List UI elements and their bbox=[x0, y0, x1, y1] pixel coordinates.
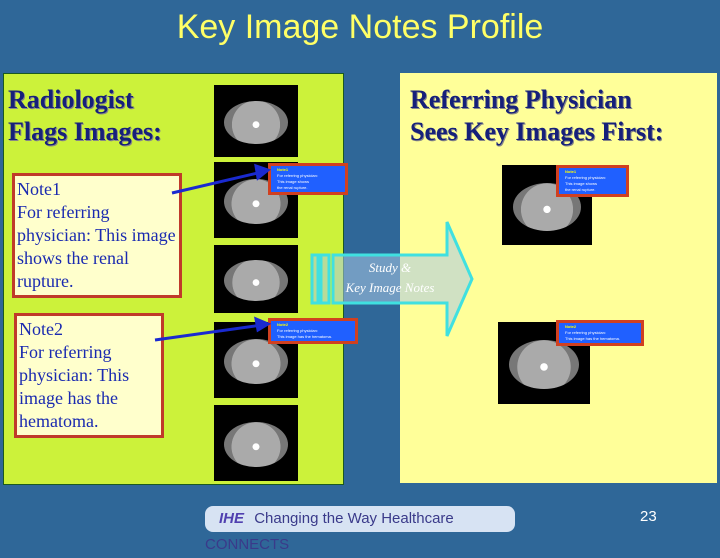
study-arrow bbox=[310, 221, 474, 337]
mini-line: This image has the hematoma. bbox=[565, 336, 620, 341]
mini-label: Note1 bbox=[565, 169, 577, 174]
page-number: 23 bbox=[640, 508, 657, 525]
referring-heading: Referring Physician Sees Key Images Firs… bbox=[410, 84, 663, 148]
tagline: Changing the Way Healthcare bbox=[254, 510, 454, 527]
arrow-head bbox=[254, 316, 272, 333]
mini-label: Note2 bbox=[277, 322, 289, 327]
ihe-logo: IHE bbox=[219, 510, 245, 527]
ihe-banner: IHE Changing the Way Healthcare CONNECTS bbox=[205, 506, 515, 553]
ct-image[interactable] bbox=[214, 405, 298, 481]
mini-line: For referring physician: bbox=[565, 175, 606, 180]
mini-line: This image has the hematoma. bbox=[277, 334, 332, 339]
ct-image[interactable] bbox=[214, 85, 298, 157]
heading-line: Flags Images: bbox=[8, 117, 162, 146]
mini-line: For referring physician: bbox=[565, 330, 606, 335]
mini-line: the renal rupture. bbox=[277, 185, 308, 190]
mini-line: This image shows bbox=[565, 181, 598, 186]
mini-line: the renal rupture. bbox=[565, 187, 596, 192]
ct-image[interactable] bbox=[214, 162, 298, 238]
note-text: For referring physician: This image has … bbox=[19, 342, 130, 431]
mini-line: This image shows bbox=[277, 179, 310, 184]
connects-text: CONNECTS bbox=[205, 536, 290, 553]
arrow-line2: Key Image Notes bbox=[345, 280, 435, 295]
note-text: For referring physician: This image show… bbox=[17, 202, 176, 291]
slide-title: Key Image Notes Profile bbox=[176, 8, 544, 46]
arrow-line bbox=[154, 323, 263, 342]
heading-line: Referring Physician bbox=[410, 85, 632, 114]
note-label: Note2 bbox=[19, 319, 63, 339]
arrow-label: Study & Key Image Notes bbox=[330, 258, 450, 298]
mini-line: For referring physician: bbox=[277, 328, 318, 333]
arrow-line bbox=[171, 170, 263, 195]
ct-image[interactable] bbox=[214, 245, 298, 313]
note1-box: Note1 For referring physician: This imag… bbox=[12, 173, 182, 298]
mini-line: For referring physician: bbox=[277, 173, 318, 178]
note-label: Note1 bbox=[17, 179, 61, 199]
radiologist-heading: Radiologist Flags Images: bbox=[8, 84, 162, 148]
mini-label: Note2 bbox=[565, 324, 577, 329]
arrow-head bbox=[254, 163, 272, 181]
ct-image[interactable] bbox=[214, 322, 298, 398]
connector-arrows bbox=[154, 163, 474, 342]
note2-box: Note2 For referring physician: This imag… bbox=[14, 313, 164, 438]
heading-line: Radiologist bbox=[8, 85, 134, 114]
mini-label: Note1 bbox=[277, 167, 289, 172]
arrow-line1: Study & bbox=[368, 260, 412, 275]
heading-line: Sees Key Images First: bbox=[410, 117, 664, 146]
